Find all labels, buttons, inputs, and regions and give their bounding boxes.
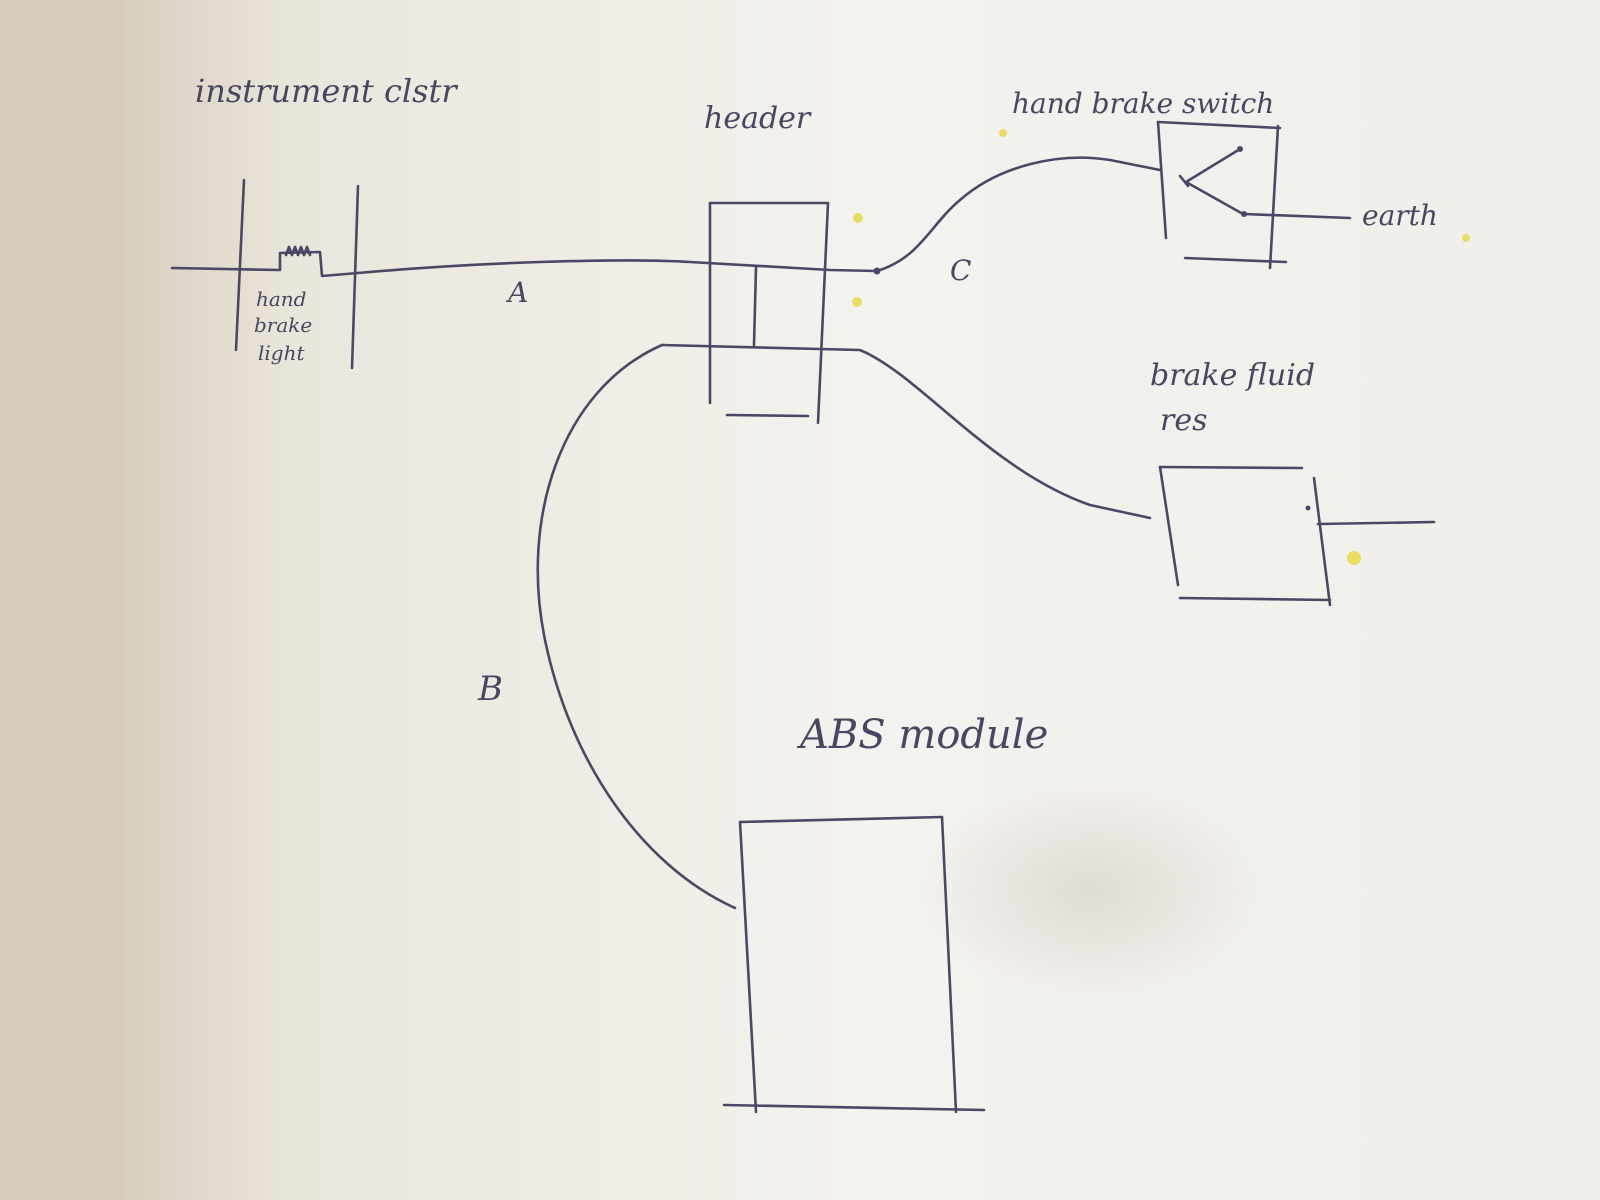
label-brake-fluid-res-1: brake fluid [1150, 358, 1315, 393]
paper-margin [0, 0, 125, 1200]
highlight-dot [852, 297, 862, 307]
paper-shadow [920, 780, 1260, 1000]
highlight-dot [853, 213, 863, 223]
label-wire-a: A [505, 276, 528, 309]
brake-fluid-reservoir [1158, 465, 1436, 607]
header-connector [708, 201, 830, 425]
wire-c [875, 156, 1162, 273]
label-hand-brake-light-2: brake [254, 313, 312, 337]
highlight-dot [1462, 234, 1470, 242]
label-hand-brake-light-1: hand [256, 287, 307, 311]
hand-brake-switch [1156, 120, 1352, 270]
label-brake-fluid-res-2: res [1160, 403, 1208, 438]
label-hand-brake-light-3: light [258, 341, 305, 365]
label-abs-module: ABS module [796, 712, 1048, 758]
wire-to-brake-fluid-res [660, 343, 1152, 520]
label-hand-brake-switch: hand brake switch [1012, 87, 1274, 120]
highlight-dot [999, 129, 1007, 137]
wire-a [356, 259, 879, 275]
label-header: header [704, 101, 812, 136]
highlight-dot [1347, 551, 1361, 565]
abs-module [722, 815, 986, 1114]
label-wire-c: C [950, 254, 971, 287]
paper-sheet [125, 0, 1600, 1200]
label-earth: earth [1362, 199, 1438, 232]
label-instrument-cluster: instrument clstr [195, 72, 458, 110]
label-wire-b: B [477, 669, 503, 709]
instrument-cluster [170, 178, 360, 370]
junction-node [873, 267, 881, 275]
wire-b [536, 343, 737, 910]
